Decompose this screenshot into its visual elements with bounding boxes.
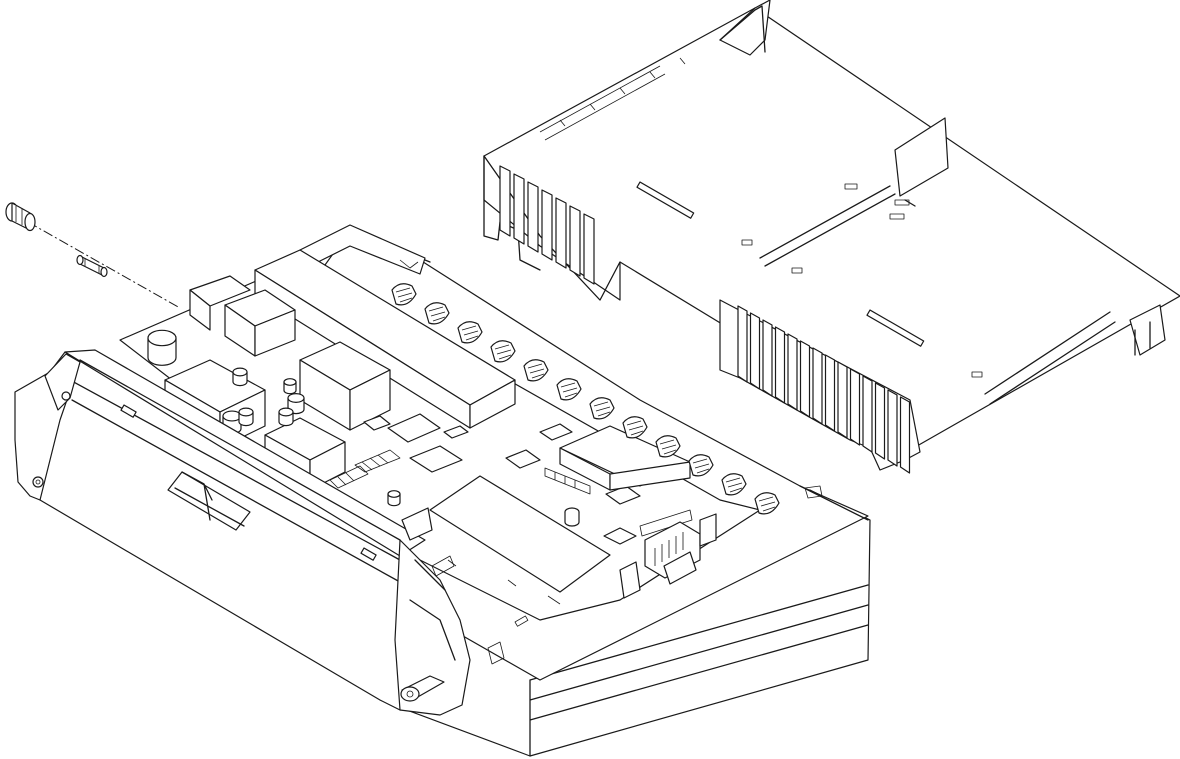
cable-clip (754, 492, 780, 515)
explode-centerline (27, 221, 181, 309)
capacitor (278, 407, 294, 427)
vent-fin (899, 396, 911, 474)
vent-fin (799, 340, 811, 418)
vent-fin (555, 197, 567, 269)
edge-connector (254, 249, 516, 429)
standoffs (401, 485, 823, 665)
vent-fin (887, 389, 898, 467)
top-cover (483, 0, 1180, 474)
cable-clip (589, 397, 615, 420)
cable-clip (391, 283, 417, 306)
vent-fin (541, 189, 553, 261)
cable-clip (424, 302, 450, 325)
vent-fin (774, 326, 786, 404)
main-circuit-board (119, 249, 761, 621)
capacitor (283, 378, 297, 395)
cable-clip (688, 454, 714, 477)
capacitor (232, 367, 248, 387)
relay-block (299, 341, 391, 431)
cable-clip (490, 340, 516, 363)
vent-fin (513, 173, 525, 245)
vent-fin (824, 354, 836, 432)
cable-clip (457, 321, 483, 344)
cable-clip (556, 378, 582, 401)
power-module (189, 275, 296, 357)
fuse-cap (5, 202, 36, 232)
sub-board (429, 475, 611, 605)
vent-fin (749, 312, 761, 390)
vent-fin (837, 361, 848, 439)
vent-fin (874, 382, 886, 460)
vent-fin (583, 213, 595, 285)
display-window (167, 471, 251, 531)
vent-fin (849, 368, 861, 446)
vent-fin (499, 165, 511, 237)
mounting-knob (400, 675, 445, 702)
capacitor (147, 329, 177, 366)
capacitor (222, 410, 242, 435)
fuse (76, 254, 108, 278)
vent-fin (812, 347, 823, 425)
pin-headers (329, 449, 693, 537)
cable-clip (655, 435, 681, 458)
vent-fin (527, 181, 539, 253)
capacitors (147, 329, 401, 507)
front-panel (14, 349, 471, 716)
ic-chips (363, 413, 691, 545)
capacitor (387, 490, 401, 507)
front-vent-fins (737, 305, 911, 474)
cable-clips (391, 283, 780, 515)
vent-fin (569, 205, 581, 277)
cable-clip (523, 359, 549, 382)
fuse-assembly (5, 202, 181, 309)
capacitor (238, 407, 254, 427)
vent-fin (762, 319, 773, 397)
vent-fin (737, 305, 748, 383)
vent-fin (787, 333, 798, 411)
cable-clip (721, 473, 747, 496)
vent-fin (862, 375, 873, 453)
rear-vent-fins (499, 165, 595, 285)
cable-clip (622, 416, 648, 439)
